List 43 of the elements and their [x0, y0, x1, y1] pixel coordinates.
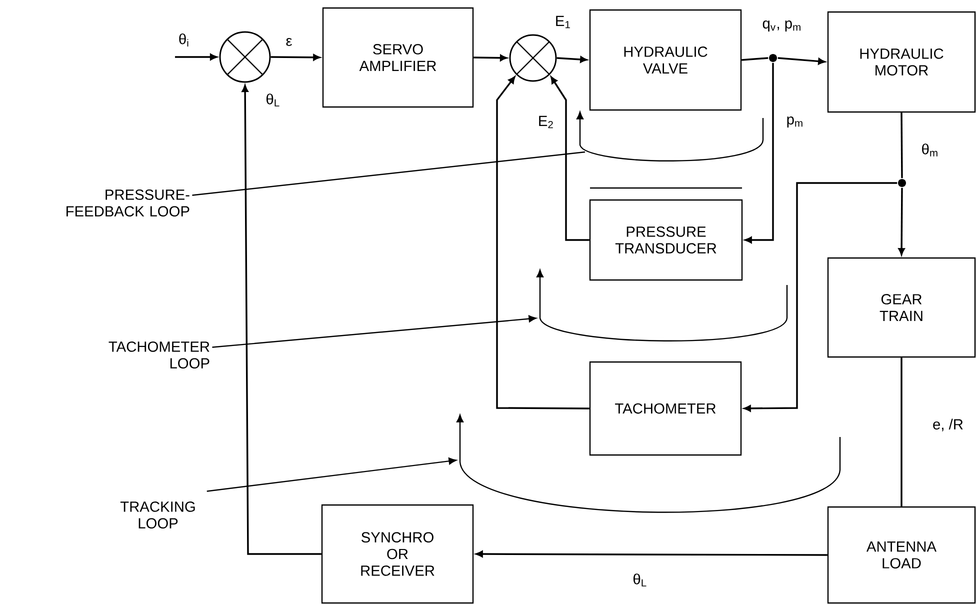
edge-label: e, /R	[931, 417, 965, 433]
summing-junction	[219, 31, 271, 83]
block-box: GEAR TRAIN	[827, 257, 976, 358]
arrow	[496, 76, 590, 410]
edge-label: θ$_{m}$	[920, 142, 940, 158]
junction-dot	[898, 179, 906, 187]
loop-label: TACHOMETER LOOP	[108, 341, 210, 369]
leader-line	[192, 151, 586, 196]
arrow	[175, 54, 217, 60]
line	[900, 358, 902, 506]
arrow	[550, 76, 590, 241]
block-box: HYDRAULIC VALVE	[589, 9, 742, 111]
leader-line	[212, 315, 536, 348]
arrow	[242, 85, 322, 555]
arrow	[474, 54, 507, 62]
arrow	[270, 54, 320, 61]
line	[742, 57, 768, 61]
loop-label: PRESSURE-FEEDBACK LOOP	[66, 189, 190, 217]
arrow	[898, 188, 905, 256]
arrow	[744, 182, 898, 412]
edge-label: θ$_{i}$	[177, 32, 191, 48]
block-box: HYDRAULIC MOTOR	[827, 11, 976, 113]
arrow	[744, 62, 774, 244]
arrow	[556, 56, 588, 63]
arrow	[778, 57, 826, 65]
block-box: TACHOMETER	[589, 361, 742, 456]
junction-dot	[769, 54, 777, 62]
block-box: SYNCHRO OR RECEIVER	[321, 504, 474, 604]
edge-label: θ$_{L}$	[264, 92, 282, 108]
line	[900, 112, 903, 178]
edge-label: p$_{m}$	[784, 115, 806, 129]
block-box: ANTENNA LOAD	[827, 506, 976, 604]
block-box: PRESSURE TRANSDUCER	[589, 199, 743, 281]
block-box: SERVO AMPLIFIER	[322, 7, 474, 108]
loop-label: TRACKING LOOP	[120, 501, 195, 529]
edge-label: E$_{1}$	[554, 14, 572, 30]
edge-label: q$_{v}$, p$_{m}$	[760, 19, 804, 33]
edge-label: E$_{2}$	[536, 114, 556, 130]
arrow	[476, 550, 828, 558]
summing-junction	[509, 34, 557, 82]
leader-line	[206, 458, 456, 492]
edge-label: θ$_{L}$	[631, 572, 649, 588]
edge-label: ε	[284, 36, 294, 48]
